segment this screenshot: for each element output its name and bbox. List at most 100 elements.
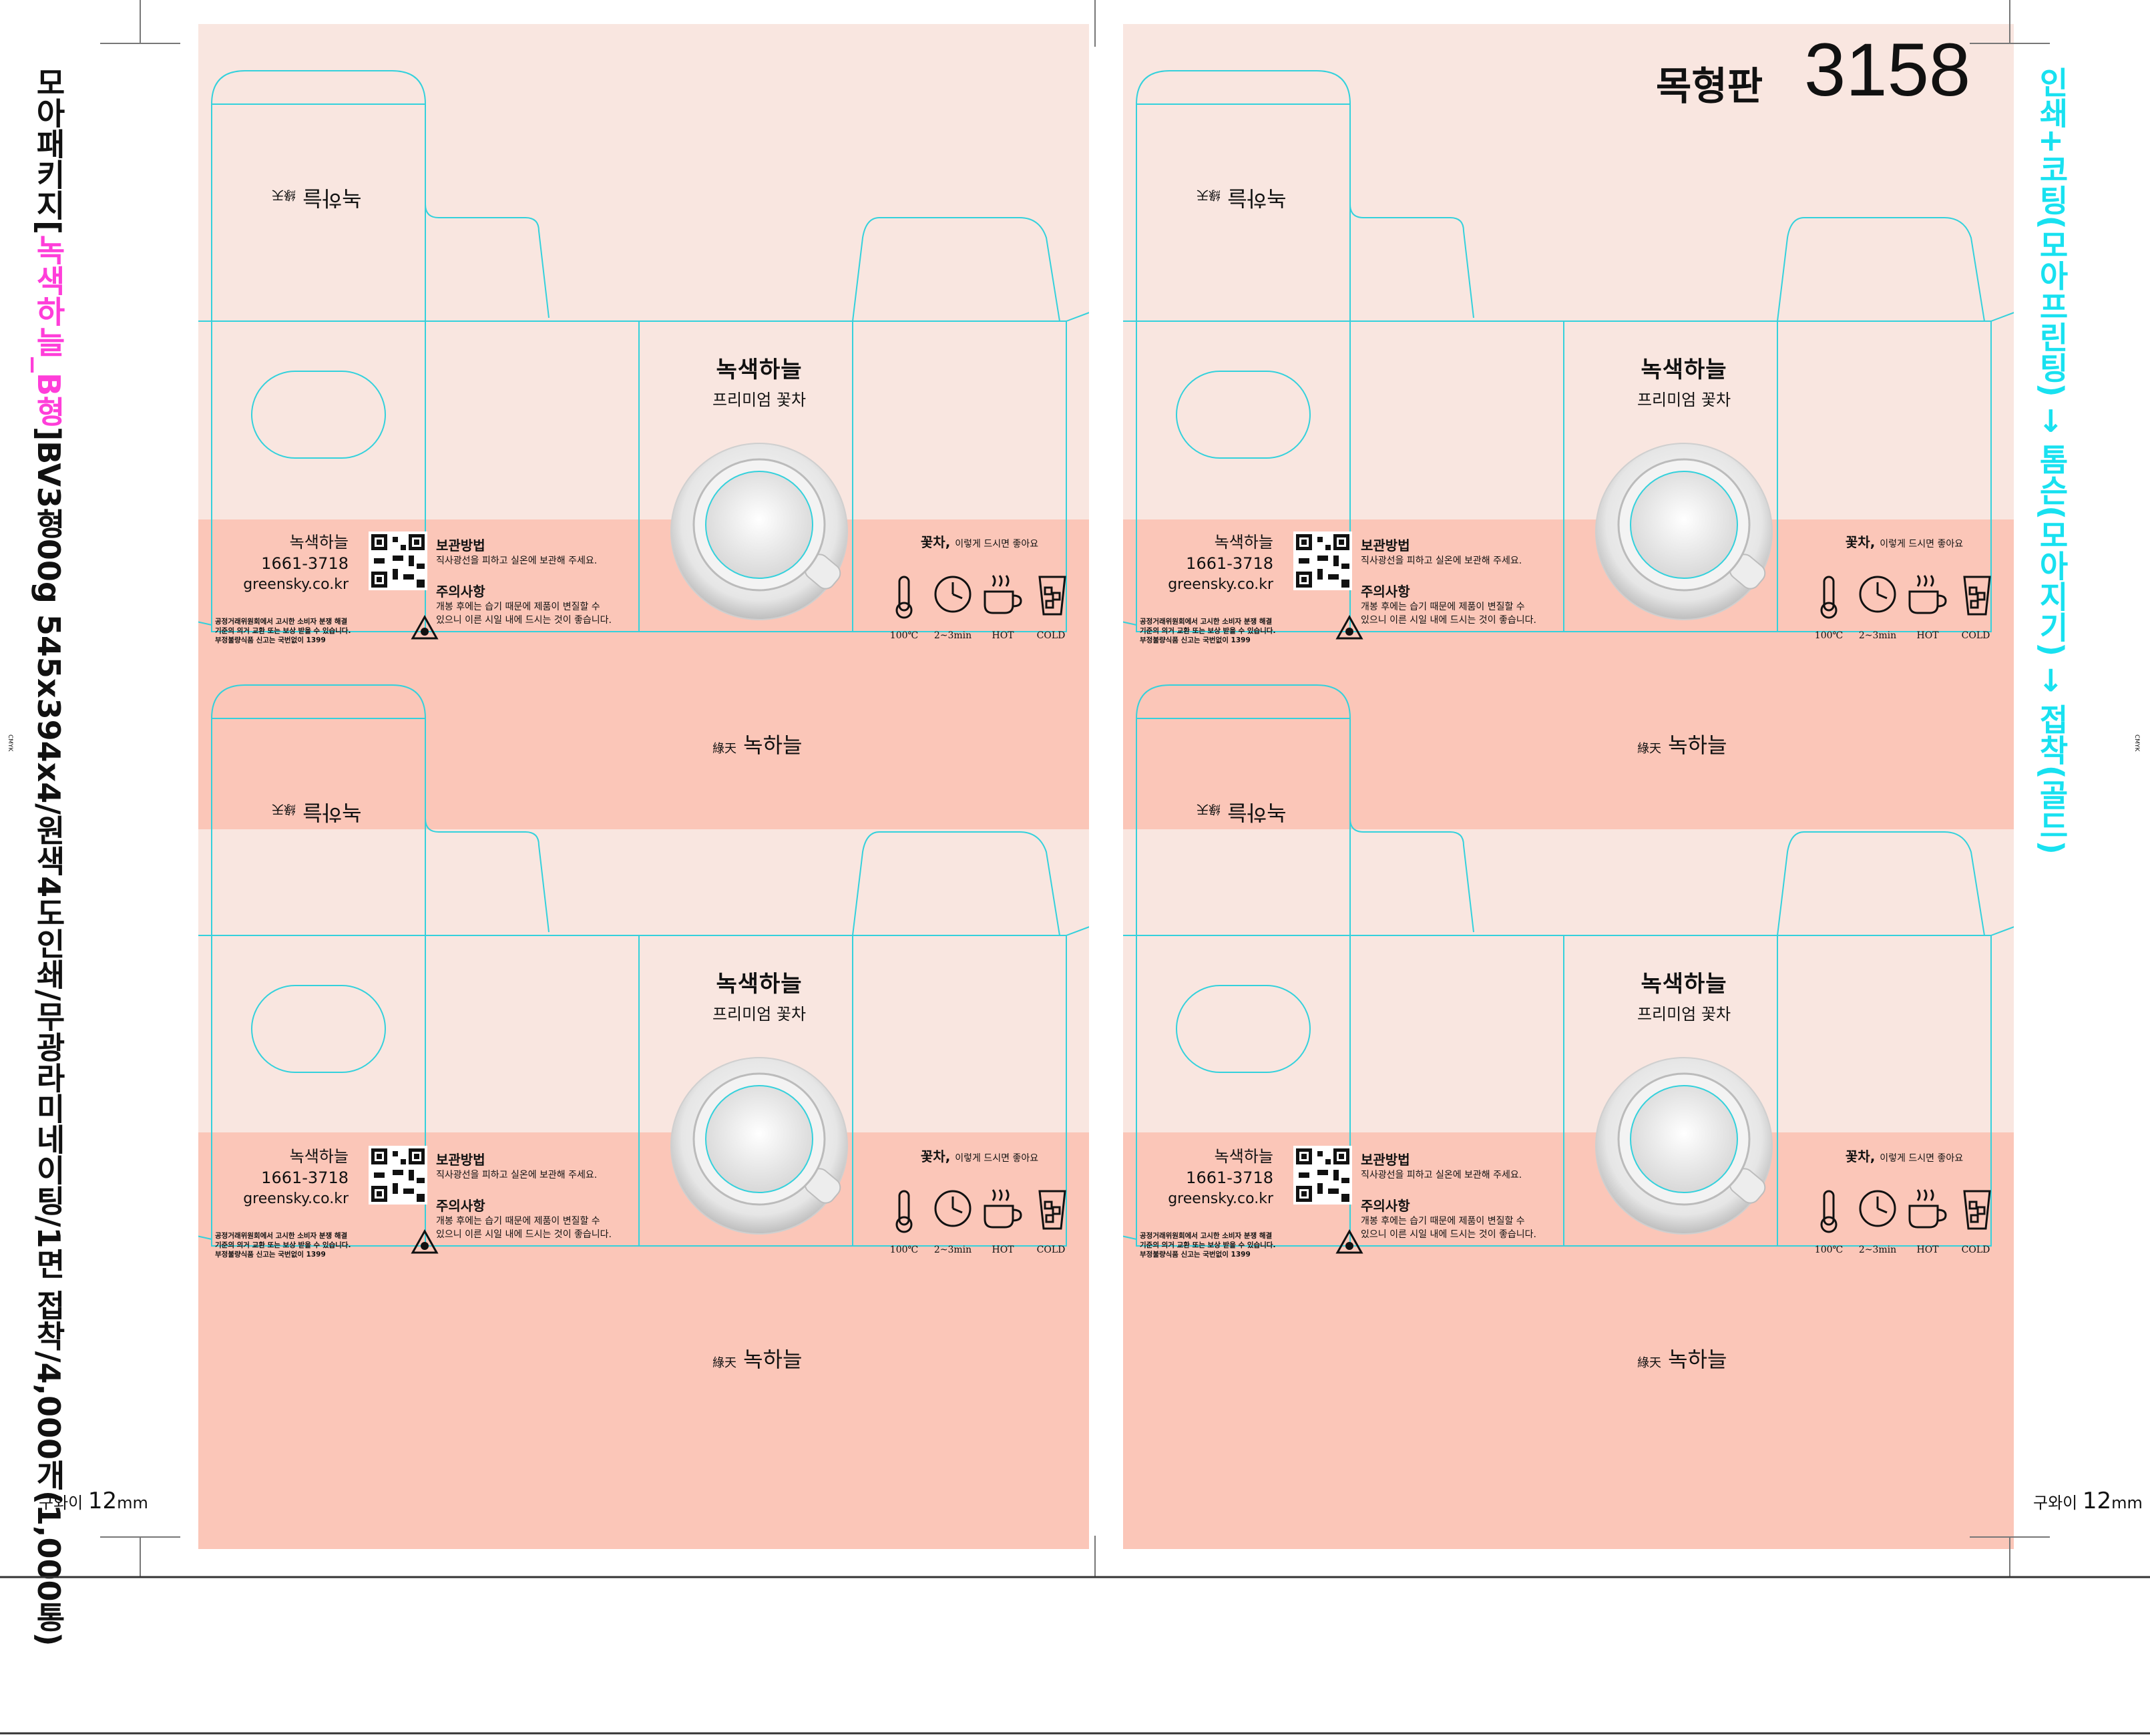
band-info <box>198 1132 1089 1253</box>
caution-title: 주의사항 <box>436 584 485 600</box>
notice-line: 부정불량식품 신고는 국번없이 1399 <box>215 1251 326 1259</box>
box-layout: 녹색하늘 프리미엄 꽃차 녹색하늘 1661-3718 greensky.co.… <box>198 638 1089 1372</box>
qr-code-icon <box>369 1146 427 1205</box>
bleed-label: 구와이 <box>39 1494 83 1512</box>
qr-code-icon <box>369 531 427 590</box>
brew-icons: 100℃ 2~3min HOT COLD <box>886 572 1073 645</box>
contact-phone: 1661-3718 <box>261 554 349 573</box>
caution-title: 주의사항 <box>1361 584 1410 600</box>
logo-mark-bottom: 綠天 녹하늘 <box>1637 728 1727 759</box>
contact-name: 녹색하늘 <box>1214 533 1273 552</box>
box-layout: 녹색하늘 프리미엄 꽃차 녹색하늘 1661-3718 greensky.co.… <box>1123 638 2014 1372</box>
logo-text: 녹하늘 <box>743 1347 803 1372</box>
brew-label: 2~3min <box>1858 1245 1897 1255</box>
brew-guide: 꽃차, 이렇게 드시면 좋아요 <box>879 1146 1080 1255</box>
thermometer-icon <box>1820 1190 1838 1233</box>
notice-line: 공정거래위원회에서 고시한 소비자 분쟁 해결 <box>215 1232 348 1240</box>
brew-icon-row <box>895 575 1066 619</box>
teacup-illustration <box>670 1057 848 1235</box>
contact-website: greensky.co.kr <box>1168 576 1273 593</box>
brand-subtitle: 프리미엄 꽃차 <box>712 391 807 409</box>
logo-text: 녹하늘 <box>743 732 803 758</box>
brew-label: COLD <box>1036 630 1066 641</box>
contact-block: 녹색하늘 1661-3718 greensky.co.kr 공정거래위원회에서 … <box>1140 1146 1363 1259</box>
clock-icon <box>934 576 972 613</box>
brew-label: HOT <box>1916 1245 1939 1255</box>
hot-cup-icon <box>984 1189 1022 1229</box>
ice-glass-icon <box>1038 576 1066 616</box>
clock-icon <box>1859 576 1896 613</box>
notice-line: 공정거래위원회에서 고시한 소비자 분쟁 해결 <box>1140 1232 1273 1240</box>
brew-icon-row <box>1820 1189 1991 1233</box>
notice-line: 기준의 의거 교환 또는 보상 받을 수 있습니다. <box>215 627 351 635</box>
consumer-notice: 공정거래위원회에서 고시한 소비자 분쟁 해결 기준의 의거 교환 또는 보상 … <box>1140 1231 1327 1259</box>
notice-line: 공정거래위원회에서 고시한 소비자 분쟁 해결 <box>1140 618 1273 626</box>
caution-text: 있으니 이른 시일 내에 드시는 것이 좋습니다. <box>1361 615 1536 626</box>
brew-subtitle: 이렇게 드시면 좋아요 <box>955 539 1039 550</box>
clock-icon <box>1859 1190 1896 1227</box>
contact-phone: 1661-3718 <box>261 1168 349 1187</box>
storage-text: 직사광선을 피하고 실온에 보관해 주세요. <box>1361 1170 1522 1180</box>
contact-website: greensky.co.kr <box>1168 1190 1273 1207</box>
logo-text: 녹하늘 <box>1668 732 1727 758</box>
thermometer-icon <box>1820 576 1838 619</box>
caution-text: 개봉 후에는 습기 때문에 제품이 변질할 수 <box>436 602 600 612</box>
brew-label: 2~3min <box>933 630 972 641</box>
brand-name: 녹색하늘 <box>1641 357 1727 383</box>
bleed-note-left: 구와이 12mm <box>39 1488 148 1514</box>
storage-text: 직사광선을 피하고 실온에 보관해 주세요. <box>436 556 598 566</box>
box-layout: 녹색하늘 프리미엄 꽃차 녹색하늘 1661-3718 greensky.co.… <box>1123 24 2014 758</box>
hot-cup-icon <box>984 575 1022 614</box>
ice-glass-icon <box>1963 576 1991 616</box>
recycle-icon <box>1335 1229 1363 1254</box>
hot-cup-icon <box>1908 1189 1947 1229</box>
consumer-notice: 공정거래위원회에서 고시한 소비자 분쟁 해결 기준의 의거 교환 또는 보상 … <box>1140 617 1327 645</box>
caution-text: 있으니 이른 시일 내에 드시는 것이 좋습니다. <box>1361 1229 1536 1240</box>
brew-subtitle: 이렇게 드시면 좋아요 <box>1880 1153 1964 1164</box>
dieline <box>1123 70 2014 632</box>
contact-website: greensky.co.kr <box>243 1190 349 1207</box>
teacup-illustration <box>670 443 848 620</box>
teacup-illustration <box>1595 1057 1773 1235</box>
thermometer-icon <box>895 1190 913 1233</box>
notice-line: 기준의 의거 교환 또는 보상 받을 수 있습니다. <box>1140 1241 1276 1249</box>
spec-highlight: 녹색하늘_B형 <box>31 234 67 427</box>
brew-title: 꽃차, <box>920 1148 951 1164</box>
notice-line: 부정불량식품 신고는 국번없이 1399 <box>215 636 326 644</box>
recycle-icon <box>411 1229 439 1254</box>
brand-subtitle: 프리미엄 꽃차 <box>712 1005 807 1024</box>
caution-title: 주의사항 <box>1361 1198 1410 1214</box>
brew-icons: 100℃ 2~3min HOT COLD <box>886 1186 1073 1259</box>
caution-text: 있으니 이른 시일 내에 드시는 것이 좋습니다. <box>436 615 612 626</box>
caution-text: 개봉 후에는 습기 때문에 제품이 변질할 수 <box>436 1216 600 1227</box>
brand-name: 녹색하늘 <box>716 357 803 383</box>
storage-title: 보관방법 <box>436 537 485 554</box>
brand-block: 녹색하늘 프리미엄 꽃차 <box>652 965 866 1024</box>
logo-seal: 綠天 <box>712 742 736 756</box>
notice-line: 기준의 의거 교환 또는 보상 받을 수 있습니다. <box>1140 627 1276 635</box>
brew-label: 100℃ <box>889 630 919 641</box>
qr-code-icon <box>1293 1146 1352 1205</box>
care-block: 보관방법 직사광선을 피하고 실온에 보관해 주세요. 주의사항 개봉 후에는 … <box>1361 535 1574 627</box>
brand-block: 녹색하늘 프리미엄 꽃차 <box>652 351 866 410</box>
logo-mark-bottom: 綠天 녹하늘 <box>712 1343 803 1373</box>
caution-title: 주의사항 <box>436 1198 485 1214</box>
brew-icon-row <box>1820 575 1991 619</box>
bleed-label: 구와이 <box>2033 1494 2078 1512</box>
dieline <box>1123 684 2014 1247</box>
contact-name: 녹색하늘 <box>289 1147 349 1166</box>
brew-icons: 100℃ 2~3min HOT COLD <box>1811 1186 1998 1259</box>
thermometer-icon <box>895 576 913 619</box>
brew-subtitle: 이렇게 드시면 좋아요 <box>955 1153 1039 1164</box>
band-middle <box>198 642 1089 829</box>
bleed-value: 12 <box>2082 1488 2112 1514</box>
brew-label: HOT <box>992 1245 1014 1255</box>
brew-icon-row <box>895 1189 1066 1233</box>
brand-name: 녹색하늘 <box>716 971 803 998</box>
bleed-value: 12 <box>87 1488 118 1514</box>
caution-text: 개봉 후에는 습기 때문에 제품이 변질할 수 <box>1361 1216 1525 1227</box>
contact-phone: 1661-3718 <box>1186 554 1273 573</box>
consumer-notice: 공정거래위원회에서 고시한 소비자 분쟁 해결 기준의 의거 교환 또는 보상 … <box>215 617 402 645</box>
consumer-notice: 공정거래위원회에서 고시한 소비자 분쟁 해결 기준의 의거 교환 또는 보상 … <box>215 1231 402 1259</box>
